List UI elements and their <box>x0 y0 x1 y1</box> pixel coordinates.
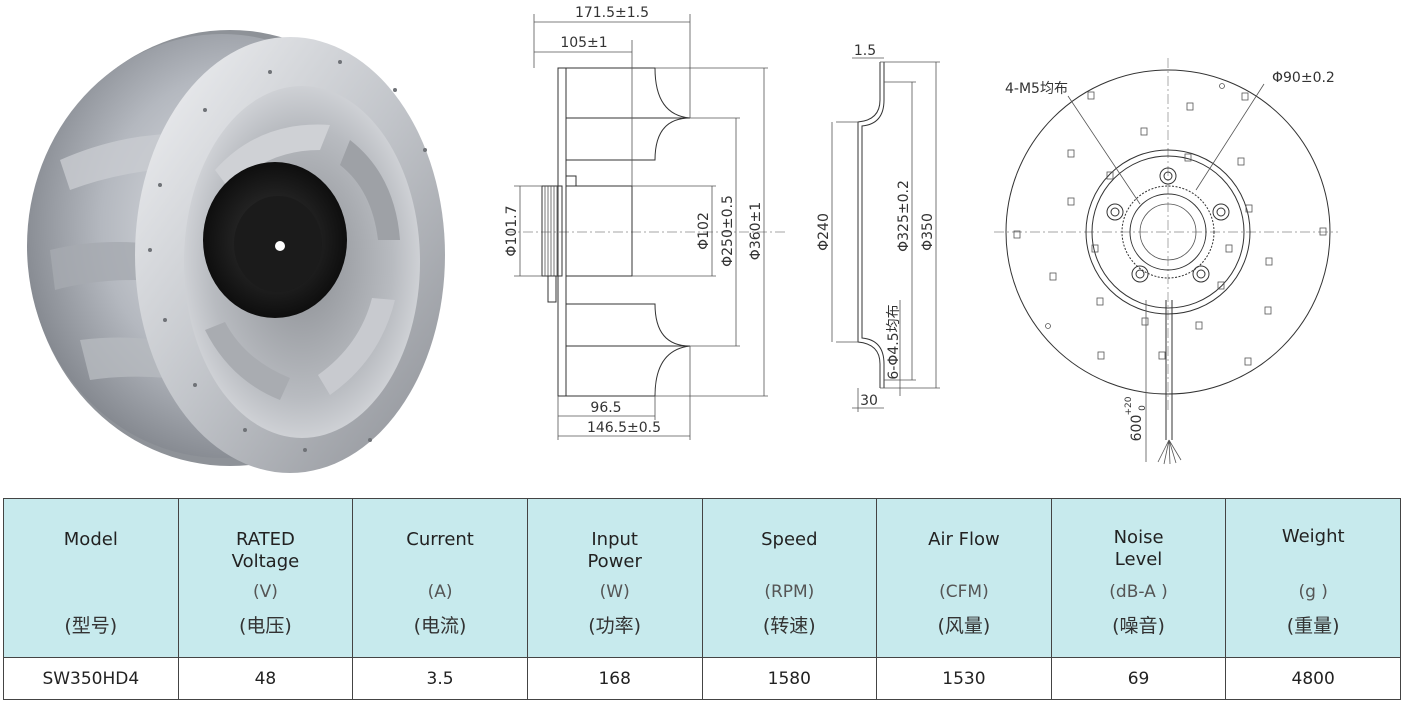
cell-weight: 4800 <box>1225 657 1401 700</box>
dim-total-width: 146.5±0.5 <box>587 420 661 436</box>
header-power-cn: (功率) <box>588 615 642 637</box>
dim-motor-dia: Φ101.7 <box>504 205 520 256</box>
dim-outer-dia: Φ360±1 <box>748 202 764 260</box>
header-speed-name: Speed <box>761 529 818 550</box>
header-power-unit: (W) <box>599 582 630 602</box>
dim-ring-width: 30 <box>860 393 878 409</box>
spec-data-row: SW350HD4 48 3.5 168 1580 1530 69 4800 <box>3 657 1401 700</box>
header-current-unit: (A) <box>427 582 453 602</box>
header-noise: Noise Level (dB-A ) (噪音) <box>1050 498 1227 658</box>
fan-photo <box>27 30 445 473</box>
header-speed: Speed (RPM) (转速) <box>701 498 878 658</box>
header-weight-cn: (重量) <box>1286 615 1340 637</box>
dim-ring-outer-dia: Φ350 <box>920 213 936 251</box>
header-voltage-cn: (电压) <box>239 615 292 637</box>
header-current-name: Current <box>406 529 474 550</box>
cell-power: 168 <box>526 657 703 700</box>
dim-inlet-dia: Φ250±0.5 <box>720 195 736 267</box>
header-airflow: Air Flow (CFM) (风量) <box>876 498 1052 658</box>
spec-header-row: Model (型号) RATED Voltage (V) (电压) Curren… <box>3 498 1401 658</box>
cell-current: 3.5 <box>352 657 528 700</box>
header-airflow-cn: (风量) <box>937 615 991 637</box>
header-model-name: Model <box>63 529 118 550</box>
dim-ring-thickness: 1.5 <box>854 43 876 59</box>
dim-hub-dia: Φ102 <box>696 212 712 250</box>
header-airflow-name: Air Flow <box>928 529 1000 550</box>
dim-cable-tol-minus: 0 <box>1138 405 1148 411</box>
front-view: 4-M5均布 Φ90±0.2 600 +20 0 <box>994 58 1338 465</box>
header-noise-cn: (噪音) <box>1112 615 1165 637</box>
header-airflow-unit: (CFM) <box>939 582 989 602</box>
header-noise-unit: (dB-A ) <box>1109 582 1168 602</box>
header-power: Input Power (W) (功率) <box>526 498 703 658</box>
product-figure: 171.5±1.5 105±1 96.5 146.5±0.5 Φ101.7 Φ1… <box>27 5 1338 473</box>
header-voltage-name: RATED Voltage <box>231 529 300 572</box>
inlet-ring-view: 1.5 Φ240 Φ325±0.2 Φ350 6-Φ4.5均布 30 <box>816 43 940 412</box>
header-model: Model (型号) <box>3 498 179 658</box>
dim-mount-pcd: Φ90±0.2 <box>1272 70 1335 86</box>
dim-blade-depth: 96.5 <box>590 400 621 416</box>
dim-cable-length: 600 <box>1129 415 1145 442</box>
dim-overall-depth: 171.5±1.5 <box>575 5 649 21</box>
drawing-canvas: 171.5±1.5 105±1 96.5 146.5±0.5 Φ101.7 Φ1… <box>27 5 1338 473</box>
cell-noise: 69 <box>1050 657 1227 700</box>
dim-mount-holes: 4-M5均布 <box>1005 81 1068 97</box>
header-current: Current (A) (电流) <box>352 498 528 658</box>
header-voltage: RATED Voltage (V) (电压) <box>177 498 354 658</box>
header-speed-unit: (RPM) <box>764 582 815 602</box>
header-weight: Weight (g ) (重量) <box>1225 498 1401 658</box>
header-speed-cn: (转速) <box>762 615 816 637</box>
header-weight-name: Weight <box>1281 526 1345 547</box>
header-weight-unit: (g ) <box>1298 582 1328 602</box>
dim-ring-holes: 6-Φ4.5均布 <box>886 304 902 379</box>
header-noise-name: Noise Level <box>1113 527 1164 570</box>
header-current-cn: (电流) <box>413 615 467 637</box>
dim-ring-bolt-circle: Φ325±0.2 <box>896 180 912 252</box>
cell-airflow: 1530 <box>876 657 1052 700</box>
header-model-cn: (型号) <box>64 615 118 637</box>
cell-model: SW350HD4 <box>3 657 179 700</box>
cell-voltage: 48 <box>177 657 354 700</box>
cell-speed: 1580 <box>701 657 878 700</box>
dim-ring-inner-dia: Φ240 <box>816 213 832 251</box>
side-view: 171.5±1.5 105±1 96.5 146.5±0.5 Φ101.7 Φ1… <box>504 5 785 440</box>
spec-table: Model (型号) RATED Voltage (V) (电压) Curren… <box>3 498 1401 700</box>
dim-cable-tol-plus: +20 <box>1124 396 1134 415</box>
header-power-name: Input Power <box>587 529 642 572</box>
dim-hub-depth: 105±1 <box>560 35 607 51</box>
header-voltage-unit: (V) <box>252 582 278 602</box>
